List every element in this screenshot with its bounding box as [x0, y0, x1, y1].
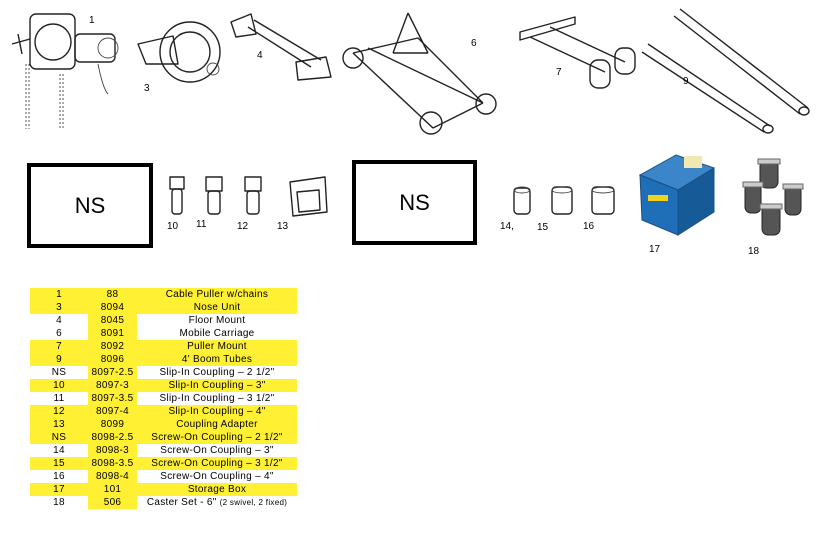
description-cell: Caster Set - 6" (2 swivel, 2 fixed) [137, 496, 297, 509]
description: Puller Mount [137, 340, 297, 353]
label-15: 15 [537, 222, 549, 233]
item-number: NS [51, 367, 67, 378]
part-number: 101 [88, 483, 137, 496]
part-number: 88 [88, 288, 137, 301]
cable-puller-illustration [11, 13, 119, 129]
mobile-carriage-illustration [342, 12, 497, 135]
description: Nose Unit [137, 301, 297, 314]
item-number: 11 [53, 393, 65, 404]
part-number: 8097-3.5 [88, 392, 137, 405]
not-shown-box-screw-on: NS [352, 160, 477, 245]
label-11: 11 [196, 219, 207, 230]
part-number: 8097-4 [88, 405, 137, 418]
item-number: 14 [53, 445, 65, 456]
table-row: 6 8091 Mobile Carriage [30, 327, 297, 340]
item-number: 12 [30, 405, 88, 418]
label-18: 18 [748, 246, 760, 257]
coupling-adapter-illustration [289, 176, 328, 217]
not-shown-box-slip-in: NS [27, 163, 153, 248]
part-number: 8098-3.5 [88, 457, 137, 470]
part-number: 8098-3 [88, 444, 137, 457]
label-4: 4 [257, 50, 263, 61]
label-14: 14, [500, 221, 514, 232]
slip-in-couplings-illustration [169, 176, 262, 215]
description: 4' Boom Tubes [137, 353, 297, 366]
part-number: 8045 [88, 314, 137, 327]
item-number: 9 [30, 353, 88, 366]
description: Slip-In Coupling – 4" [137, 405, 297, 418]
description: Screw-On Coupling – 3" [160, 445, 274, 456]
floor-mount-illustration [230, 13, 332, 81]
description: Screw-On Coupling – 2 1/2" [137, 431, 297, 444]
table-row: 4 8045 Floor Mount [30, 314, 297, 327]
item-number: 1 [30, 288, 88, 301]
item-number: 6 [56, 328, 62, 339]
description: Coupling Adapter [137, 418, 297, 431]
label-16: 16 [583, 221, 595, 232]
description: Slip-In Coupling – 3 1/2" [159, 393, 275, 404]
label-17: 17 [649, 244, 661, 255]
label-7: 7 [556, 67, 562, 78]
description: Slip-In Coupling – 2 1/2" [159, 367, 275, 378]
description: Caster Set - 6" [146, 497, 217, 508]
item-number: 15 [30, 457, 88, 470]
table-row: 11 8097-3.5 Slip-In Coupling – 3 1/2" [30, 392, 297, 405]
boom-tubes-illustration [641, 8, 810, 134]
item-number: 17 [30, 483, 88, 496]
part-number: 506 [88, 496, 137, 509]
label-1: 1 [89, 15, 95, 26]
part-number: 8098-4 [88, 470, 137, 483]
part-number: 8092 [88, 340, 137, 353]
description: Mobile Carriage [179, 328, 255, 339]
screw-on-couplings-illustration [513, 186, 615, 215]
description: Floor Mount [188, 315, 246, 326]
label-3: 3 [144, 83, 150, 94]
part-number: 8096 [88, 353, 137, 366]
puller-mount-illustration [519, 16, 636, 89]
description: Screw-On Coupling – 4" [160, 471, 274, 482]
description: Storage Box [137, 483, 297, 496]
item-number: 10 [30, 379, 88, 392]
description: Screw-On Coupling – 3 1/2" [137, 457, 297, 470]
item-number: NS [30, 431, 88, 444]
nose-unit-illustration [137, 21, 221, 83]
table-row: 14 8098-3 Screw-On Coupling – 3" [30, 444, 297, 457]
table-row: NS 8097-2.5 Slip-In Coupling – 2 1/2" [30, 366, 297, 379]
description: Cable Puller w/chains [137, 288, 297, 301]
item-number: 16 [53, 471, 65, 482]
item-number: 3 [30, 301, 88, 314]
table-row: 16 8098-4 Screw-On Coupling – 4" [30, 470, 297, 483]
part-number: 8091 [88, 327, 137, 340]
item-number: 18 [53, 497, 65, 508]
item-number: 4 [56, 315, 62, 326]
description-note: (2 swivel, 2 fixed) [219, 498, 288, 507]
part-number: 8097-3 [88, 379, 137, 392]
item-number: 13 [30, 418, 88, 431]
part-number: 8098-2.5 [88, 431, 137, 444]
caster-set-illustration [742, 158, 804, 236]
label-10: 10 [167, 221, 179, 232]
label-6: 6 [471, 38, 477, 49]
label-13: 13 [277, 221, 289, 232]
part-number: 8099 [88, 418, 137, 431]
part-number: 8097-2.5 [88, 366, 137, 379]
label-9: 9 [683, 76, 689, 87]
storage-box-illustration [638, 154, 716, 236]
item-number: 7 [30, 340, 88, 353]
part-number: 8094 [88, 301, 137, 314]
description: Slip-In Coupling – 3" [137, 379, 297, 392]
label-12: 12 [237, 221, 249, 232]
